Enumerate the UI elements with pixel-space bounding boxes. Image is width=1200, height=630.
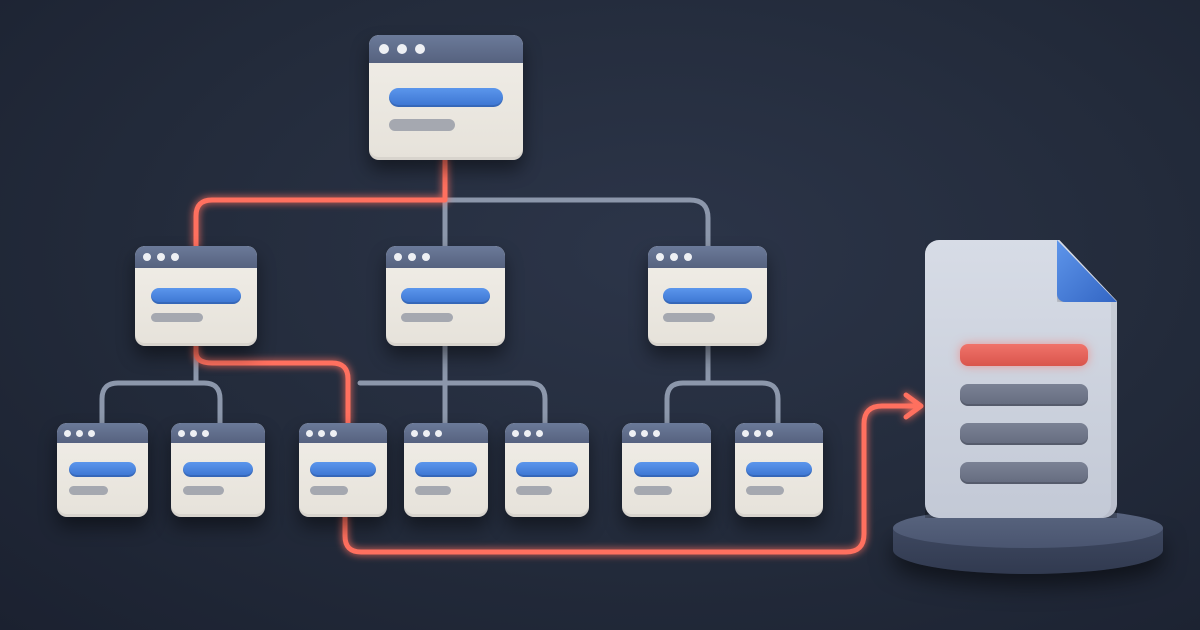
highlight-path-root-to-child-left (193, 157, 448, 249)
window-control-dot (629, 430, 636, 437)
browser-window-icon (386, 246, 505, 346)
browser-window-icon (735, 423, 823, 517)
connector-child-left-to-leaf-2 (193, 380, 223, 426)
window-control-dot (394, 253, 402, 261)
window-control-dot (766, 430, 773, 437)
highlight-path-child-left-to-leaf-3 (193, 343, 351, 426)
window-control-dot (524, 430, 531, 437)
window-titlebar (369, 35, 523, 63)
window-control-dot (76, 430, 83, 437)
browser-window-icon (404, 423, 488, 517)
content-bar-secondary (516, 486, 552, 495)
content-bar-secondary (310, 486, 348, 495)
window-control-dot (379, 44, 389, 54)
window-control-dot (656, 253, 664, 261)
window-control-dot (653, 430, 660, 437)
window-control-dot (190, 430, 197, 437)
window-titlebar (299, 423, 387, 443)
window-titlebar (735, 423, 823, 443)
content-bar-primary (183, 462, 253, 477)
content-bar-primary (634, 462, 699, 477)
browser-window-icon (505, 423, 589, 517)
content-bar-secondary (401, 313, 453, 322)
content-bar-secondary (663, 313, 715, 322)
content-bar-primary (310, 462, 376, 477)
connector-child-right-to-leaf-6 (664, 380, 711, 426)
window-control-dot (88, 430, 95, 437)
content-bar-secondary (389, 119, 455, 131)
window-control-dot (423, 430, 430, 437)
browser-window-icon (57, 423, 148, 517)
content-bar-primary (415, 462, 477, 477)
connector-child-right-to-leaf-7 (705, 380, 781, 426)
window-titlebar (622, 423, 711, 443)
window-control-dot (641, 430, 648, 437)
browser-window-icon (171, 423, 265, 517)
window-control-dot (318, 430, 325, 437)
document-line (960, 462, 1088, 484)
highlight-path-leaf-3-to-document (342, 403, 923, 555)
window-titlebar (404, 423, 488, 443)
content-bar-primary (663, 288, 752, 304)
window-control-dot (64, 430, 71, 437)
window-control-dot (536, 430, 543, 437)
content-bar-secondary (183, 486, 224, 495)
content-bar-secondary (69, 486, 108, 495)
window-control-dot (742, 430, 749, 437)
window-titlebar (648, 246, 767, 268)
window-control-dot (143, 253, 151, 261)
content-bar-primary (151, 288, 241, 304)
connector-child-middle-to-leaf-5 (442, 380, 548, 426)
window-control-dot (684, 253, 692, 261)
content-bar-secondary (634, 486, 672, 495)
window-control-dot (422, 253, 430, 261)
window-control-dot (670, 253, 678, 261)
window-control-dot (306, 430, 313, 437)
browser-window-icon (648, 246, 767, 346)
window-control-dot (408, 253, 416, 261)
window-control-dot (202, 430, 209, 437)
browser-window-icon (622, 423, 711, 517)
window-titlebar (386, 246, 505, 268)
window-control-dot (178, 430, 185, 437)
connector-root-to-child-right (442, 197, 711, 249)
content-bar-secondary (746, 486, 784, 495)
window-control-dot (415, 44, 425, 54)
content-bar-primary (389, 88, 503, 107)
window-control-dot (330, 430, 337, 437)
content-bar-primary (516, 462, 578, 477)
content-bar-primary (746, 462, 812, 477)
window-control-dot (157, 253, 165, 261)
document-line (960, 384, 1088, 406)
window-titlebar (57, 423, 148, 443)
window-titlebar (505, 423, 589, 443)
window-control-dot (435, 430, 442, 437)
window-titlebar (171, 423, 265, 443)
document-line (960, 423, 1088, 445)
window-titlebar (135, 246, 257, 268)
browser-window-icon (369, 35, 523, 160)
content-bar-primary (401, 288, 490, 304)
browser-window-icon (135, 246, 257, 346)
browser-window-icon (299, 423, 387, 517)
document-line-highlighted (960, 344, 1088, 366)
arrow-right-icon (903, 392, 924, 420)
window-control-dot (512, 430, 519, 437)
window-control-dot (754, 430, 761, 437)
content-bar-secondary (151, 313, 203, 322)
window-control-dot (397, 44, 407, 54)
window-control-dot (411, 430, 418, 437)
window-control-dot (171, 253, 179, 261)
connector-child-left-to-leaf-1 (99, 380, 199, 426)
content-bar-primary (69, 462, 136, 477)
content-bar-secondary (415, 486, 451, 495)
